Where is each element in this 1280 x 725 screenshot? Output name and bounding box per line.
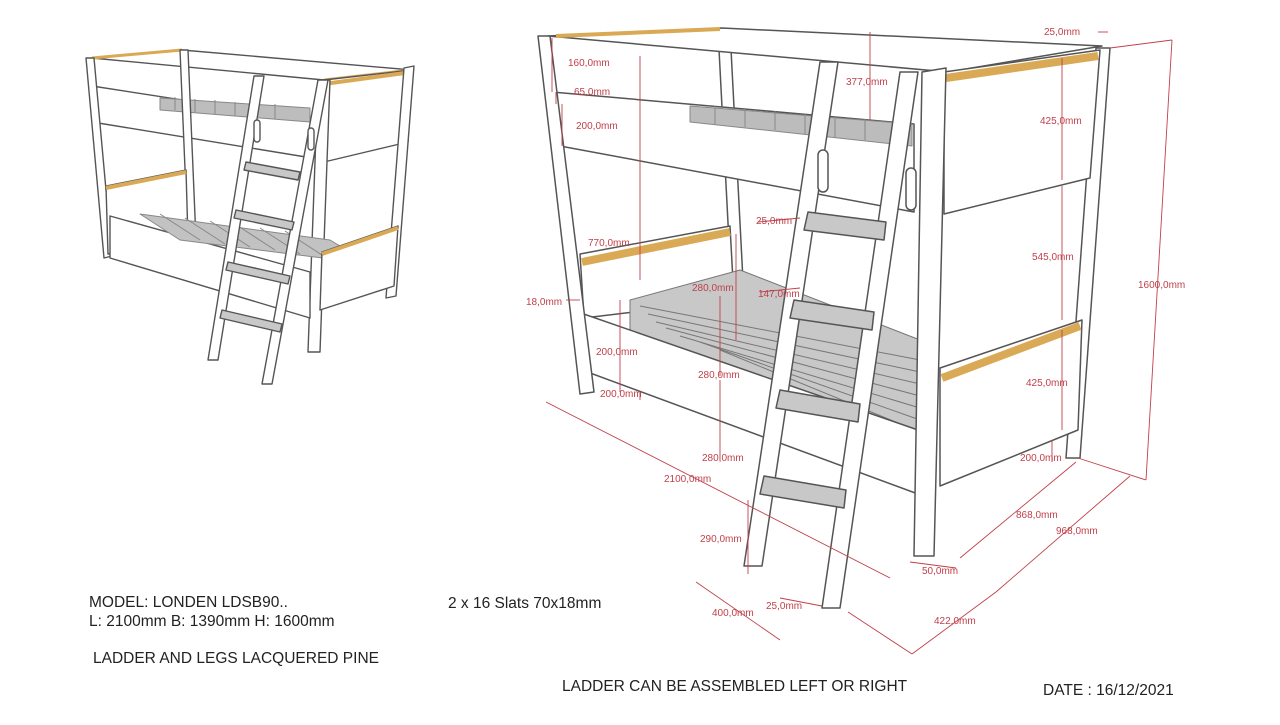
large-post-front-left: [537, 35, 595, 395]
small-ladder: [207, 75, 329, 385]
small-upper-side-panel: [91, 85, 313, 159]
material-label: LADDER AND LEGS LACQUERED PINE: [93, 650, 379, 667]
dimension-label: 65,0mm: [574, 87, 610, 98]
dimension-label: 280,0mm: [692, 283, 734, 294]
dimension-label: 160,0mm: [568, 58, 610, 69]
dimension-lines: [545, 31, 1173, 655]
dimension-label: 50,0mm: [922, 566, 958, 577]
dimension-label: 422,0mm: [934, 616, 976, 627]
dimension-label: 425,0mm: [1040, 116, 1082, 127]
large-upper-slats: [689, 105, 913, 147]
dimension-label: 200,0mm: [600, 389, 642, 400]
dimension-label: 25,0mm: [756, 216, 792, 227]
dimension-label: 425,0mm: [1026, 378, 1068, 389]
dimension-label: 290,0mm: [700, 534, 742, 545]
large-bunk-bed: [537, 27, 1111, 609]
ladder-note-label: LADDER CAN BE ASSEMBLED LEFT OR RIGHT: [562, 678, 908, 695]
dimension-label: 770,0mm: [588, 238, 630, 249]
slats-label: 2 x 16 Slats 70x18mm: [448, 595, 602, 612]
dimension-label: 200,0mm: [596, 347, 638, 358]
dimension-label: 545,0mm: [1032, 252, 1074, 263]
dimension-label: 200,0mm: [1020, 453, 1062, 464]
dimension-label: 25,0mm: [766, 601, 802, 612]
dimension-label: 147,0mm: [758, 289, 800, 300]
dimension-label: 1600,0mm: [1138, 280, 1185, 291]
small-lower-side-panel: [109, 215, 311, 319]
small-bunk-bed: [85, 48, 415, 385]
dimension-label: 400,0mm: [712, 608, 754, 619]
dimension-label: 280,0mm: [698, 370, 740, 381]
dimension-label: 968,0mm: [1056, 526, 1098, 537]
dimension-labels: 25,0mm 160,0mm 377,0mm 65,0mm 425,0mm 20…: [526, 27, 1185, 627]
model-label: MODEL: LONDEN LDSB90..: [89, 594, 288, 611]
dimension-label: 377,0mm: [846, 77, 888, 88]
dimension-label: 200,0mm: [576, 121, 618, 132]
large-post-front-right: [913, 67, 947, 557]
date-label: DATE : 16/12/2021: [1043, 682, 1174, 699]
large-ladder: [743, 61, 919, 609]
dimension-label: 868,0mm: [1016, 510, 1058, 521]
dimension-label: 25,0mm: [1044, 27, 1080, 38]
dimension-label: 280,0mm: [702, 453, 744, 464]
size-label: L: 2100mm B: 1390mm H: 1600mm: [89, 613, 335, 630]
dimension-label: 2100,0mm: [664, 474, 711, 485]
dimension-label: 18,0mm: [526, 297, 562, 308]
